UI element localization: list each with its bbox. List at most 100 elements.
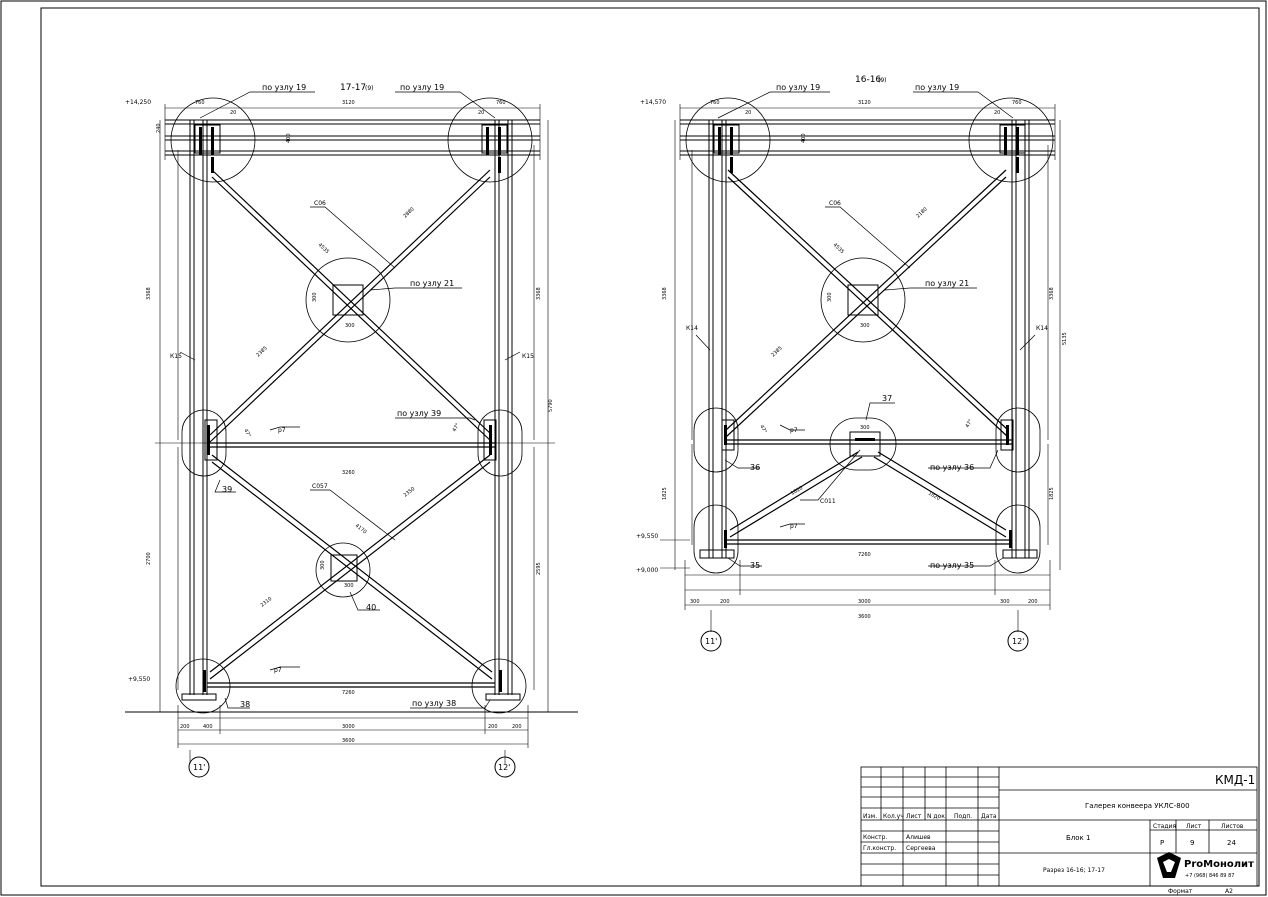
dimension: 1820: [790, 485, 804, 497]
bolt-groups: [199, 127, 502, 692]
dimension: 400: [286, 133, 292, 143]
dimension: 1825: [1049, 487, 1055, 500]
axis-bubble-11: [700, 630, 722, 652]
dimension: 760: [710, 100, 720, 106]
dimension: 20: [994, 110, 1000, 116]
dimension: 3600: [342, 738, 355, 744]
dimension: 20: [745, 110, 751, 116]
dimension: 3000: [858, 599, 871, 605]
member-label: р7: [278, 427, 286, 434]
node-circles: [685, 97, 1054, 574]
tb-name: Алишев: [906, 834, 931, 841]
section-title-suffix: (9): [878, 77, 887, 84]
dimension-lines: [660, 104, 1061, 632]
dimension: 3000: [342, 724, 355, 730]
inner-frame: [40, 7, 1260, 887]
section-title-suffix: (9): [365, 85, 374, 92]
dimension: 400: [203, 724, 213, 730]
project-name: Галерея конвеера УКЛС-800: [1085, 802, 1190, 810]
tb-header: N док.: [927, 813, 947, 820]
left-column: [708, 120, 727, 558]
dimension: 1825: [662, 487, 668, 500]
dimension: 300: [690, 599, 700, 605]
dimension: 1820: [927, 491, 941, 503]
column-label: К15: [170, 353, 182, 360]
callout-38: 38: [240, 700, 250, 709]
bottom-strut: [207, 682, 495, 688]
dimension: 47°: [452, 422, 462, 433]
column-label: К14: [1036, 325, 1048, 332]
member-label: С06: [829, 200, 841, 207]
dimension: 400: [801, 133, 807, 143]
axis-label: 12': [1012, 637, 1024, 646]
member-label: С06: [314, 200, 326, 207]
title-block: [860, 766, 1258, 887]
dimension: 3600: [858, 614, 871, 620]
section-title: 17-17: [340, 83, 366, 93]
axis-label: 11': [193, 763, 205, 772]
dimension: 300: [860, 323, 870, 329]
member-label: р7: [790, 523, 798, 530]
format-label: Формат: [1168, 888, 1193, 895]
callout-node-21: по узлу 21: [925, 279, 969, 288]
sheet-label: Лист: [1186, 823, 1202, 830]
dimension: 760: [195, 100, 205, 106]
axis-label: 12': [498, 763, 510, 772]
elevation-top: +14,570: [640, 99, 666, 106]
tb-header: Изм.: [863, 813, 877, 820]
company-logo-icon: [1157, 852, 1181, 878]
dimension: 760: [496, 100, 506, 106]
axis-bubble-12: [1007, 630, 1029, 652]
dimension: 200: [180, 724, 190, 730]
dimension: 3120: [342, 100, 355, 106]
callout-37: 37: [882, 394, 892, 403]
callout-node-39: по узлу 39: [397, 409, 441, 418]
callout-node-19: по узлу 19: [915, 83, 959, 92]
dimension: 200: [488, 724, 498, 730]
sheets-label: Листов: [1221, 823, 1244, 830]
column-label: К15: [522, 353, 534, 360]
format-value: А2: [1225, 888, 1233, 895]
tb-header: Кол.уч: [883, 813, 904, 820]
dimension: 300: [344, 583, 354, 589]
axis-bubble-11: [188, 756, 210, 778]
dimension: 760: [1012, 100, 1022, 106]
callout-node-19: по узлу 19: [262, 83, 306, 92]
drawing-title: Разрез 16-16; 17-17: [1043, 867, 1105, 874]
section-title: 16-16: [855, 75, 881, 85]
sheet-value: 9: [1190, 839, 1194, 847]
company-phone: +7 (968) 846 89 87: [1185, 873, 1234, 879]
tb-role: Констр.: [863, 834, 887, 841]
dimension: 5790: [548, 399, 554, 412]
callout-node-35: по узлу 35: [930, 561, 974, 570]
sheet-name: Блок 1: [1066, 834, 1090, 842]
top-beam: [680, 119, 1055, 156]
elevation-bottom: +9,550: [128, 676, 150, 683]
dimension: 47°: [242, 428, 252, 439]
top-beam: [165, 119, 540, 156]
tb-header: Подп.: [954, 813, 972, 820]
dimension: 200: [512, 724, 522, 730]
dimension: 300: [827, 292, 833, 302]
dimension: 20: [478, 110, 484, 116]
dimension: 3368: [536, 287, 542, 300]
elevation-top: +14,250: [125, 99, 151, 106]
axis-label: 11': [705, 637, 717, 646]
dimension: 300: [320, 560, 326, 570]
dimension: 300: [345, 323, 355, 329]
tb-header: Лист: [906, 813, 922, 820]
member-label: С011: [820, 498, 836, 505]
callout-node-38: по узлу 38: [412, 699, 456, 708]
dimension: 3120: [858, 100, 871, 106]
upper-x-brace: [209, 169, 493, 443]
upper-x-brace: [725, 169, 1009, 438]
callout-40: 40: [366, 603, 376, 612]
callout-39: 39: [222, 485, 232, 494]
dimension: 300: [860, 425, 870, 431]
callout-36: 36: [750, 463, 760, 472]
dimension: 3368: [1049, 287, 1055, 300]
tb-header: Дата: [981, 813, 997, 820]
dimension: 200: [720, 599, 730, 605]
callout-node-36: по узлу 36: [930, 463, 974, 472]
